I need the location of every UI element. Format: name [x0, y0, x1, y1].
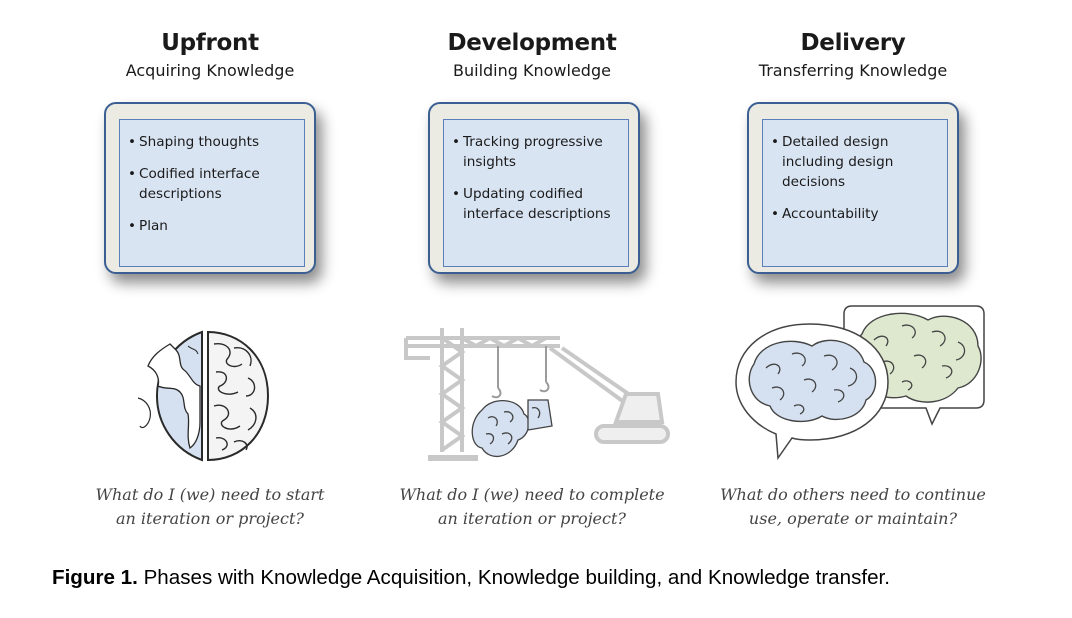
bullet-item: Updating codified interface descriptions: [452, 184, 622, 224]
crane-hooks: [491, 346, 550, 399]
bullet-frame: Tracking progressive insights Updating c…: [428, 102, 640, 274]
column-title: Upfront: [161, 30, 259, 56]
bullet-panel: Tracking progressive insights Updating c…: [443, 119, 629, 267]
bullet-item: Shaping thoughts: [128, 132, 298, 152]
bullet-frame: Detailed design including design decisio…: [747, 102, 959, 274]
column-title: Development: [447, 30, 617, 56]
mobile-crane: [548, 346, 670, 444]
bullet-item: Codified interface descriptions: [128, 164, 298, 204]
question-line: What do I (we) need to complete: [399, 485, 665, 504]
bullet-item: Detailed design including design decisio…: [771, 132, 941, 192]
brain-pieces: [471, 399, 553, 458]
guiding-question: What do I (we) need to complete an itera…: [362, 483, 702, 531]
question-line: What do others need to continue: [720, 485, 986, 504]
bullet-panel: Detailed design including design decisio…: [762, 119, 948, 267]
bullet-frame: Shaping thoughts Codified interface desc…: [104, 102, 316, 274]
question-line: What do I (we) need to start: [95, 485, 325, 504]
column-subtitle: Acquiring Knowledge: [125, 61, 295, 80]
speech-bubble-front: [735, 323, 889, 461]
column-title: Delivery: [800, 30, 906, 56]
caption-label: Figure 1.: [52, 566, 138, 589]
column-subtitle: Transferring Knowledge: [758, 61, 948, 80]
speech-bubbles-brains-icon: [735, 305, 985, 461]
question-line: use, operate or maintain?: [748, 509, 958, 528]
brain-half: [207, 330, 270, 462]
bullet-item: Tracking progressive insights: [452, 132, 622, 172]
question-line: an iteration or project?: [438, 509, 626, 528]
globe-half: [137, 330, 203, 462]
tower-crane: [404, 328, 560, 461]
bullet-item: Accountability: [771, 204, 941, 224]
question-line: an iteration or project?: [116, 509, 304, 528]
globe-brain-icon: [137, 330, 270, 462]
bullet-panel: Shaping thoughts Codified interface desc…: [119, 119, 305, 267]
figure-caption: Figure 1. Phases with Knowledge Acquisit…: [52, 566, 1052, 590]
guiding-question: What do others need to continue use, ope…: [683, 483, 1023, 531]
bullet-item: Plan: [128, 216, 298, 236]
column-subtitle: Building Knowledge: [453, 61, 611, 80]
caption-text: Phases with Knowledge Acquisition, Knowl…: [143, 566, 891, 589]
crane-building-brain-icon: [404, 328, 670, 461]
guiding-question: What do I (we) need to start an iteratio…: [40, 483, 380, 531]
